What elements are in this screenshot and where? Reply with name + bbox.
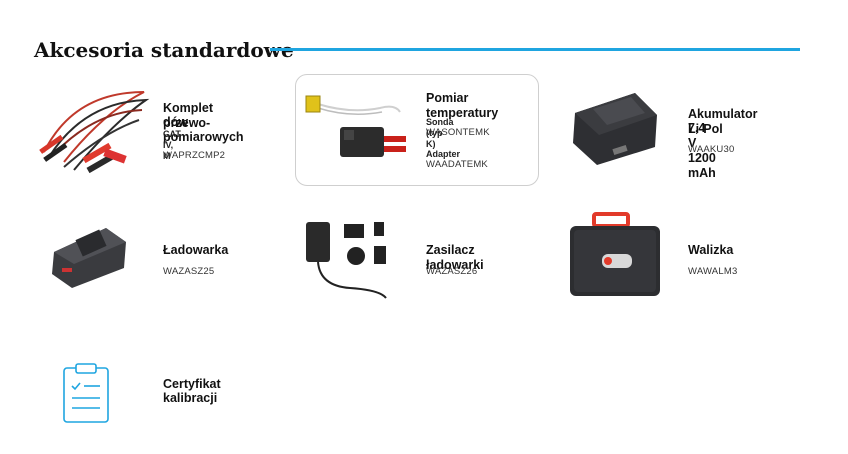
- power-adapter-image: [306, 222, 387, 299]
- sub1-code: WASONTEMK: [426, 127, 490, 138]
- thermocouple-probe-image: [305, 95, 406, 157]
- test-leads-image: [39, 91, 150, 174]
- section-title: Akcesoria standardowe: [34, 38, 294, 62]
- clipboard-icon: [63, 363, 109, 423]
- item-name: Ładowarka: [163, 243, 229, 257]
- item-name: Walizka: [688, 243, 734, 257]
- item-name-line2: 7,4 V 1200 mAh: [688, 121, 716, 180]
- charger-image: [52, 228, 126, 288]
- item-spec: CAT IV, M: [163, 129, 181, 161]
- item-name: Pomiar temperatury: [426, 91, 499, 120]
- title-underline: [270, 48, 800, 51]
- sub2-code: WAADATEMK: [426, 159, 488, 170]
- item-name-line2: kalibracji: [163, 391, 218, 405]
- item-code: WAAKU30: [688, 144, 735, 155]
- item-code: WAZASZ26: [426, 266, 478, 277]
- battery-image: [573, 93, 657, 165]
- item-code: WAZASZ25: [163, 266, 215, 277]
- item-code: WAPRZCMP2: [163, 150, 226, 161]
- item-name-line1: Certyfikat: [163, 377, 221, 391]
- item-name-line1: Akumulator Li-Pol: [688, 107, 758, 136]
- item-name-line1: Komplet przewo-: [163, 101, 213, 130]
- item-name-line2: dów pomiarowych: [163, 115, 244, 144]
- item-name: Zasilacz ładowarki: [426, 243, 484, 272]
- sub1-label: Sonda (typ K): [426, 117, 454, 149]
- temperature-box: [295, 74, 539, 186]
- sub2-label: Adapter: [426, 149, 461, 159]
- carrying-case-image: [570, 212, 660, 296]
- item-code: WAWALM3: [688, 266, 738, 277]
